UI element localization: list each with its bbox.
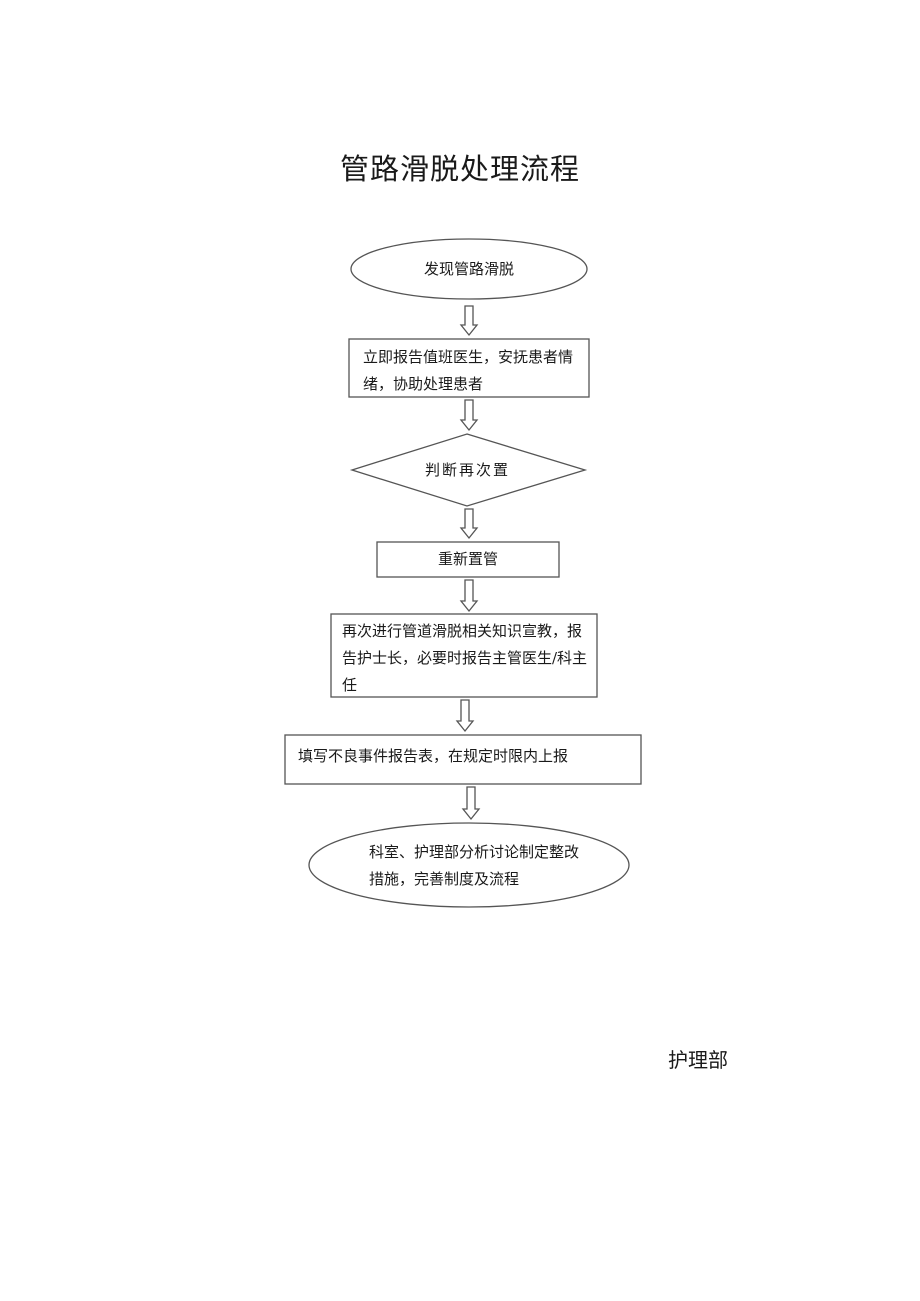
department-signature: 护理部 xyxy=(668,1048,728,1072)
process-box-education xyxy=(330,613,598,698)
reinsert-label: 重新置管 xyxy=(437,550,498,568)
end-node-label: 科室、护理部分析讨论制定整改措施，完善制度及流程 xyxy=(369,843,580,888)
arrow-2 xyxy=(459,399,479,432)
arrow-5 xyxy=(455,699,475,733)
end-oval xyxy=(308,822,630,908)
process-box-report-doctor xyxy=(348,338,590,398)
page-title: 管路滑脱处理流程 xyxy=(339,152,580,186)
process-box-reinsert xyxy=(376,541,560,578)
report-doctor-label: 立即报告值班医生，安抚患者情绪，协助处理患者 xyxy=(363,348,574,393)
process-box-adverse-report xyxy=(284,734,642,785)
arrow-6 xyxy=(461,786,481,821)
arrow-1 xyxy=(459,305,479,337)
arrow-4 xyxy=(459,579,479,613)
decision-label: 判断再次置 xyxy=(424,461,510,479)
education-label: 再次进行管道滑脱相关知识宣教，报告护士长，必要时报告主管医生/科主任 xyxy=(342,622,588,694)
arrow-3 xyxy=(459,508,479,540)
adverse-report-label: 填写不良事件报告表，在规定时限内上报 xyxy=(298,747,569,765)
decision-diamond xyxy=(349,433,588,507)
start-oval xyxy=(350,238,588,300)
start-node-label: 发现管路滑脱 xyxy=(423,260,514,278)
